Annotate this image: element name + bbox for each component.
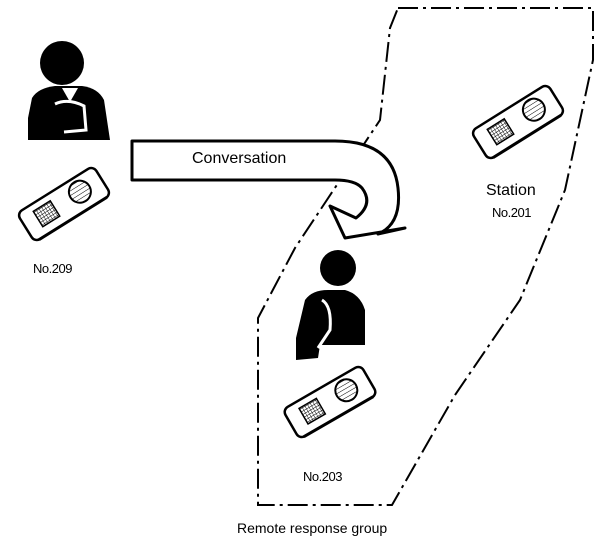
group-label: Remote response group <box>237 520 388 536</box>
station-number-209: No.209 <box>33 261 72 276</box>
conversation-label: Conversation <box>192 150 287 167</box>
remote-response-group-boundary <box>257 7 594 506</box>
arrow-icon <box>130 139 407 240</box>
station-phone-icon <box>469 82 567 162</box>
person-icon <box>28 41 110 140</box>
station-number-201: No.201 <box>492 205 531 220</box>
station-label: Station <box>486 182 536 199</box>
station-phone-icon <box>15 164 113 244</box>
station-number-203: No.203 <box>303 469 342 484</box>
station-phone-icon <box>281 363 379 441</box>
person-icon <box>296 250 365 360</box>
